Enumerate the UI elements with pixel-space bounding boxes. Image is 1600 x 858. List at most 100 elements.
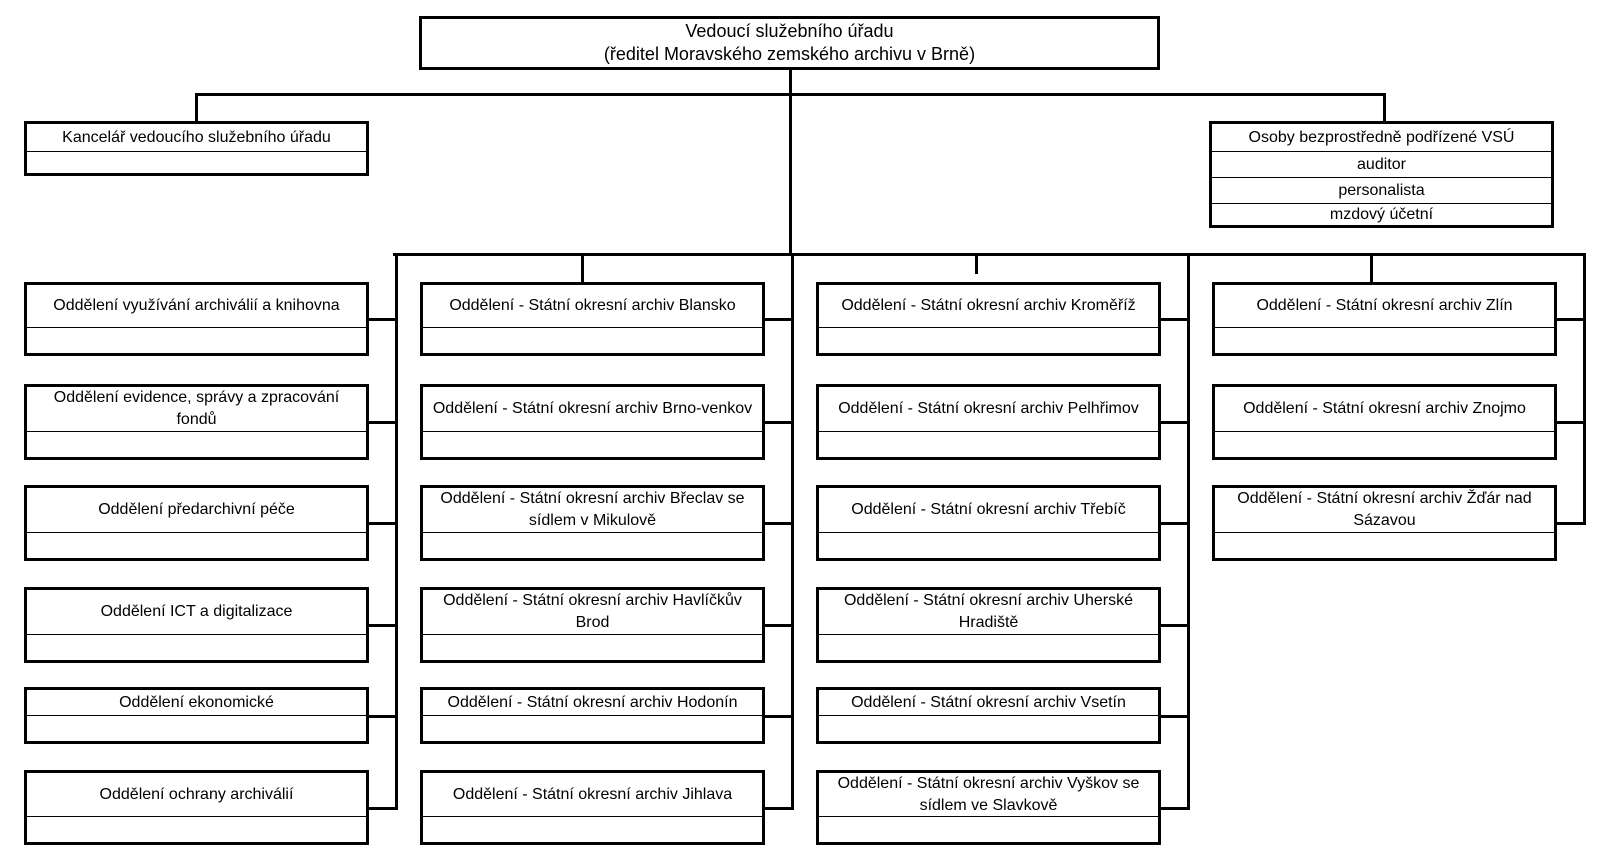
department-title: Oddělení - Státní okresní archiv Hodonín [447, 693, 738, 711]
office-drop-line [195, 93, 198, 121]
direct-report-mzdovy-ucetni: mzdový účetní [1212, 203, 1551, 225]
department-connector-line [765, 421, 794, 424]
department-empty-row [819, 715, 1158, 741]
department-connector-line [765, 624, 794, 627]
department-box: Oddělení využívání archiválií a knihovna [24, 282, 369, 356]
root-title-line: Vedoucí služebního úřadu [685, 21, 894, 41]
department-title: Oddělení - Státní okresní archiv Uherské… [843, 592, 1134, 631]
department-title: Oddělení - Státní okresní archiv Žďár na… [1237, 490, 1532, 529]
office-title: Kancelář vedoucího služebního úřadu [62, 128, 331, 146]
department-box: Oddělení - Státní okresní archiv Zlín [1212, 282, 1557, 356]
department-title: Oddělení - Státní okresní archiv Pelhřim… [838, 400, 1139, 417]
department-title: Oddělení ekonomické [119, 693, 274, 711]
department-connector-line [369, 715, 398, 718]
department-box: Oddělení - Státní okresní archiv Hodonín [420, 687, 765, 744]
department-box: Oddělení - Státní okresní archiv Břeclav… [420, 485, 765, 561]
department-box: Oddělení - Státní okresní archiv Vsetín [816, 687, 1161, 744]
department-connector-line [369, 624, 398, 627]
department-empty-row [423, 431, 762, 457]
department-connector-line [1161, 715, 1190, 718]
root-subtitle-line: (ředitel Moravského zemského archivu v B… [603, 44, 976, 64]
column-4-bus-line [1583, 253, 1586, 525]
department-title: Oddělení předarchivní péče [98, 501, 295, 518]
department-title: Oddělení - Státní okresní archiv Jihlava [452, 785, 733, 803]
direct-reports-title: Osoby bezprostředně podřízené VSÚ [1248, 128, 1515, 146]
direct-report-personalista: personalista [1212, 177, 1551, 203]
department-empty-row [423, 634, 762, 660]
department-box: Oddělení - Státní okresní archiv Blansko [420, 282, 765, 356]
department-title: Oddělení - Státní okresní archiv Zlín [1256, 297, 1513, 314]
department-box: Oddělení - Státní okresní archiv Uherské… [816, 587, 1161, 663]
office-row [27, 151, 366, 173]
department-connector-line [369, 522, 398, 525]
department-box: Oddělení - Státní okresní archiv Žďár na… [1212, 485, 1557, 561]
department-empty-row [819, 634, 1158, 660]
department-empty-row [819, 816, 1158, 842]
column-4-drop-line [1370, 253, 1373, 282]
department-connector-line [1557, 522, 1586, 525]
root-box: Vedoucí služebního úřadu (ředitel Moravs… [419, 16, 1160, 70]
direct-report-auditor: auditor [1212, 151, 1551, 177]
department-connector-line [1161, 522, 1190, 525]
department-title: Oddělení - Státní okresní archiv Brno-ve… [432, 400, 753, 417]
department-empty-row [1215, 327, 1554, 353]
department-connector-line [369, 318, 398, 321]
department-box: Oddělení - Státní okresní archiv Jihlava [420, 770, 765, 845]
column-3-drop-line [975, 253, 978, 274]
department-empty-row [27, 532, 366, 558]
department-connector-line [1161, 807, 1190, 810]
department-title: Oddělení ochrany archiválií [99, 785, 294, 803]
direct-reports-drop-line [1383, 93, 1386, 121]
department-title: Oddělení - Státní okresní archiv Vsetín [851, 693, 1126, 711]
root-title: Vedoucí služebního úřadu (ředitel Moravs… [422, 19, 1157, 67]
department-title: Oddělení - Státní okresní archiv Havlíčk… [443, 592, 742, 631]
department-title: Oddělení - Státní okresní archiv Třebíč [851, 501, 1126, 518]
department-box: Oddělení - Státní okresní archiv Kroměří… [816, 282, 1161, 356]
department-empty-row [423, 327, 762, 353]
department-connector-line [765, 522, 794, 525]
department-box: Oddělení - Státní okresní archiv Havlíčk… [420, 587, 765, 663]
department-connector-line [369, 807, 398, 810]
department-connector-line [369, 421, 398, 424]
department-title: Oddělení ICT a digitalizace [100, 603, 293, 620]
department-empty-row [819, 327, 1158, 353]
column-2-bus-line [791, 253, 794, 810]
department-connector-line [765, 715, 794, 718]
department-empty-row [1215, 532, 1554, 558]
department-empty-row [423, 532, 762, 558]
department-box: Oddělení - Státní okresní archiv Pelhřim… [816, 384, 1161, 460]
department-box: Oddělení - Státní okresní archiv Vyškov … [816, 770, 1161, 845]
department-box: Oddělení ekonomické [24, 687, 369, 744]
direct-reports-box: Osoby bezprostředně podřízené VSÚ audito… [1209, 121, 1554, 228]
department-empty-row [27, 816, 366, 842]
department-box: Oddělení - Státní okresní archiv Brno-ve… [420, 384, 765, 460]
department-empty-row [27, 431, 366, 457]
column-3-bus-line [1187, 253, 1190, 810]
root-trunk-line [789, 70, 792, 255]
department-title: Oddělení - Státní okresní archiv Kroměří… [841, 297, 1136, 314]
office-box: Kancelář vedoucího služebního úřadu [24, 121, 369, 176]
department-title: Oddělení využívání archiválií a knihovna [53, 297, 340, 314]
department-box: Oddělení evidence, správy a zpracování f… [24, 384, 369, 460]
department-title: Oddělení - Státní okresní archiv Blansko [449, 297, 736, 314]
department-empty-row [423, 816, 762, 842]
department-box: Oddělení - Státní okresní archiv Znojmo [1212, 384, 1557, 460]
department-empty-row [27, 327, 366, 353]
department-connector-line [1161, 421, 1190, 424]
column-1-bus-line [395, 253, 398, 810]
department-empty-row [27, 715, 366, 741]
column-2-drop-line [581, 253, 584, 282]
department-empty-row [819, 532, 1158, 558]
department-connector-line [1557, 421, 1586, 424]
department-empty-row [819, 431, 1158, 457]
department-title: Oddělení - Státní okresní archiv Břeclav… [440, 490, 745, 529]
lower-branch-line [393, 253, 1586, 256]
department-box: Oddělení ICT a digitalizace [24, 587, 369, 663]
department-box: Oddělení předarchivní péče [24, 485, 369, 561]
department-connector-line [765, 318, 794, 321]
department-empty-row [27, 634, 366, 660]
department-box: Oddělení ochrany archiválií [24, 770, 369, 845]
department-connector-line [1557, 318, 1586, 321]
department-empty-row [1215, 431, 1554, 457]
